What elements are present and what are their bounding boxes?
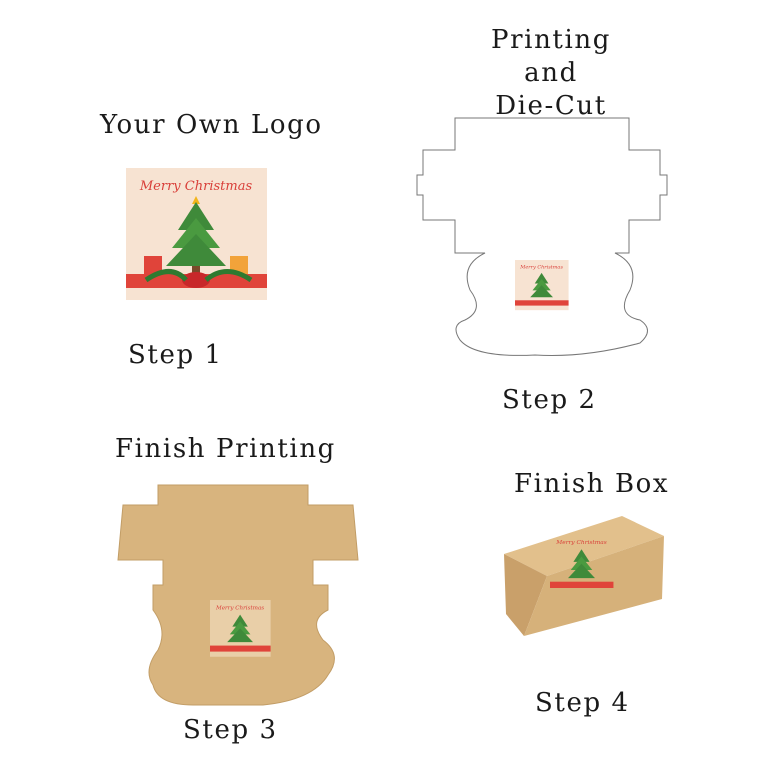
die-cut-outline: Merry Christmas <box>416 117 668 356</box>
logo-text-kraft: Merry Christmas <box>215 605 264 611</box>
step2-title-line: Die-Cut <box>495 91 607 121</box>
step2-title: Printing and Die-Cut <box>451 24 651 123</box>
logo-text-small: Merry Christmas <box>519 264 563 270</box>
step4-title: Finish Box <box>514 469 670 499</box>
logo-text: Merry Christmas <box>139 179 253 194</box>
step1-title: Your Own Logo <box>100 110 323 140</box>
printed-flat-box: Merry Christmas <box>117 484 359 706</box>
step2-title-line: and <box>524 58 578 88</box>
step4-label: Step 4 <box>535 688 630 718</box>
step2-title-line: Printing <box>491 25 611 55</box>
logo-text-box: Merry Christmas <box>555 540 606 546</box>
step3-title: Finish Printing <box>115 434 336 464</box>
finished-box: Merry Christmas <box>504 516 664 636</box>
step1-label: Step 1 <box>128 340 223 370</box>
step2-label: Step 2 <box>502 385 597 415</box>
logo-image: Merry Christmas <box>126 168 267 300</box>
step3-label: Step 3 <box>183 715 278 745</box>
